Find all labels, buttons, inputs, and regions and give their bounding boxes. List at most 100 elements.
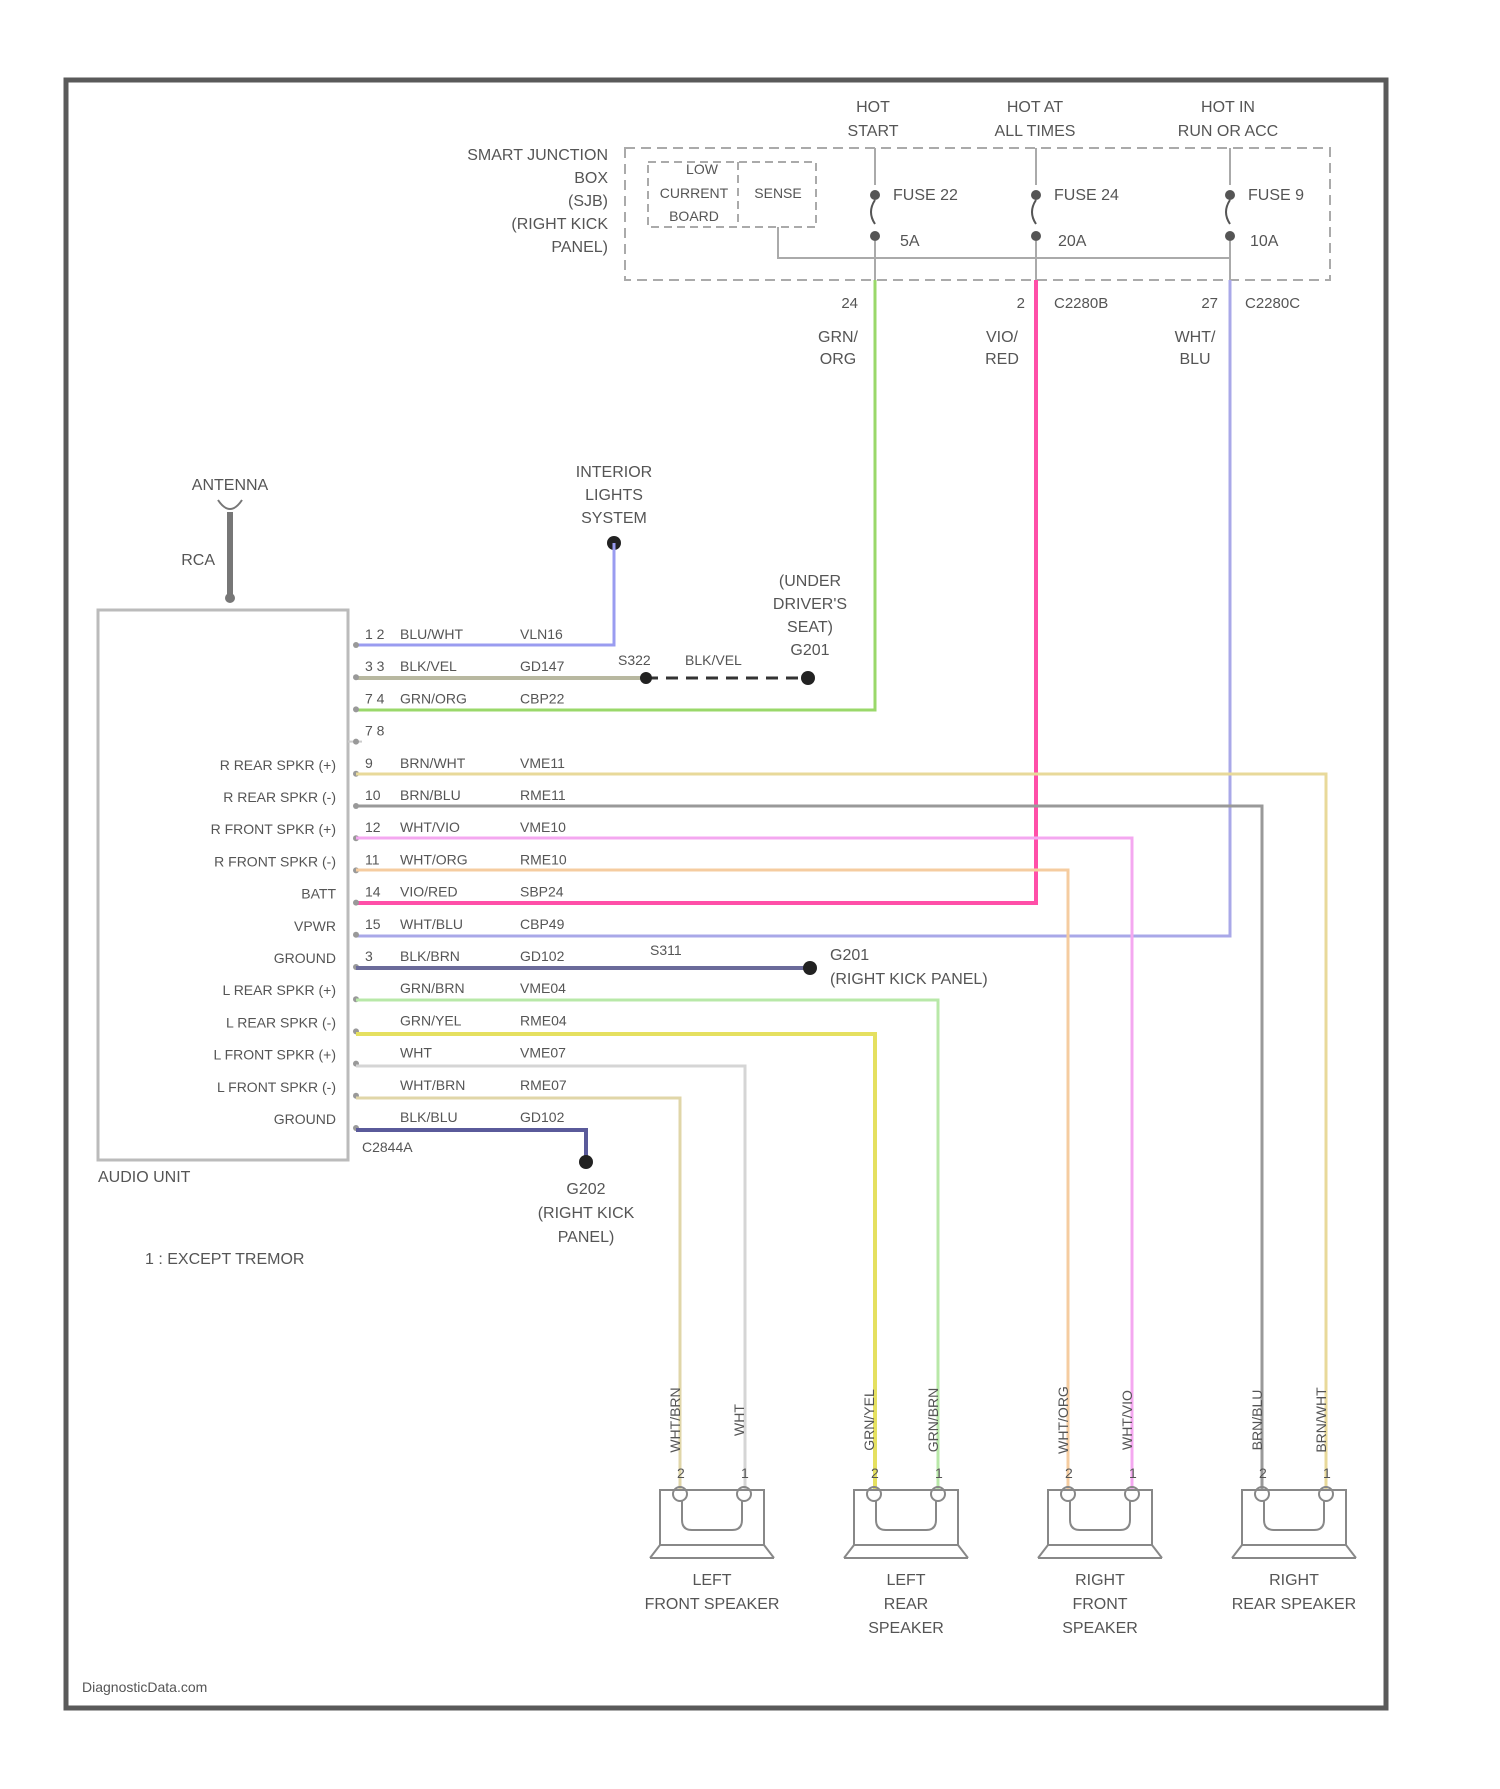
- hot-label-2-line1: HOT AT: [1007, 99, 1064, 116]
- sjb-name-5: PANEL): [551, 239, 608, 256]
- pin-number: 9: [365, 755, 373, 771]
- pin-circuit: GD147: [520, 658, 565, 674]
- fuse-9-rating: 10A: [1250, 233, 1279, 250]
- ground-connector: C2844A: [362, 1139, 413, 1155]
- speaker-name-line: FRONT: [1072, 1596, 1127, 1613]
- wire-color-grn-org-1: GRN/: [818, 329, 859, 346]
- speaker-cone: [682, 1500, 742, 1530]
- pin-wire-color: BRN/BLU: [400, 787, 461, 803]
- pin-function-label: GROUND: [274, 1111, 336, 1127]
- pin-wire-color: WHT/ORG: [400, 851, 468, 867]
- ground-g202: C2844A G202 (RIGHT KICK PANEL): [356, 1130, 635, 1246]
- ground-g202-line3: PANEL): [558, 1229, 615, 1246]
- pin-wire-color: WHT/BLU: [400, 916, 463, 932]
- sjb-connector-2: C2280C: [1245, 295, 1300, 312]
- audio-unit-pin-row: L FRONT SPKR (+) WHT VME07: [213, 1045, 566, 1067]
- audio-unit-name: AUDIO UNIT: [98, 1169, 191, 1186]
- pin-wire-color: WHT/BRN: [400, 1077, 465, 1093]
- audio-unit-pin-row: 7 8: [348, 723, 385, 745]
- pin-circuit: VLN16: [520, 626, 563, 642]
- pin-wire-color: BRN/WHT: [400, 755, 466, 771]
- pin-terminal: [353, 706, 359, 712]
- speaker-pin-number: 1: [1323, 1465, 1331, 1481]
- pin-wire-color: BLK/VEL: [400, 658, 457, 674]
- sjb-name-4: (RIGHT KICK: [511, 216, 608, 233]
- sjb-connector-1: C2280B: [1054, 295, 1108, 312]
- wire-color-wht-blu-2: BLU: [1179, 351, 1210, 368]
- pin-function-label: L FRONT SPKR (+): [213, 1047, 336, 1063]
- pin-function-label: L FRONT SPKR (-): [217, 1079, 336, 1095]
- pin-number: 11: [365, 851, 380, 867]
- pin-number: 1 2: [365, 626, 385, 642]
- pin-wire-color: WHT: [400, 1045, 432, 1061]
- pin-wire-color: BLK/BRN: [400, 948, 460, 964]
- sjb-name-2: BOX: [574, 170, 608, 187]
- pin-circuit: SBP24: [520, 884, 564, 900]
- pin-number: 10: [365, 787, 381, 803]
- speaker-pin-number: 1: [935, 1465, 943, 1481]
- watermark: DiagnosticData.com: [82, 1679, 207, 1695]
- footnote: 1 : EXCEPT TREMOR: [145, 1251, 304, 1268]
- pin-wire-color: GRN/ORG: [400, 690, 467, 706]
- pin-function-label: R FRONT SPKR (-): [214, 853, 336, 869]
- pin-function-label: R REAR SPKR (-): [223, 789, 336, 805]
- speaker-name-line: FRONT SPEAKER: [645, 1596, 780, 1613]
- hot-label-3-line2: RUN OR ACC: [1178, 123, 1278, 140]
- pin-circuit: CBP22: [520, 690, 565, 706]
- pin-number: 3: [365, 948, 373, 964]
- hot-label-2-line2: ALL TIMES: [995, 123, 1076, 140]
- pin-number: 7 4: [365, 690, 385, 706]
- speaker-cone: [876, 1500, 936, 1530]
- speaker-name-line: SPEAKER: [1062, 1620, 1138, 1637]
- wire-color-vio-red-1: VIO/: [986, 329, 1019, 346]
- fuse-24-rating: 20A: [1058, 233, 1087, 250]
- pin-wire-color: BLU/WHT: [400, 626, 463, 642]
- ground-splice-s311: S311: [650, 942, 682, 958]
- wire-brn-blu: [356, 806, 1262, 1490]
- speaker-name-line: RIGHT: [1075, 1572, 1125, 1589]
- antenna: ANTENNA RCA: [181, 477, 268, 603]
- speaker-wire-color: WHT/ORG: [1055, 1386, 1071, 1454]
- pin-circuit: RME04: [520, 1012, 567, 1028]
- sjb-name-3: (SJB): [568, 193, 608, 210]
- ground-g202-line1: G202: [566, 1181, 605, 1198]
- fuse-22-name: FUSE 22: [893, 187, 958, 204]
- pin-function-label: R REAR SPKR (+): [220, 757, 336, 773]
- speaker-pin-number: 1: [1129, 1465, 1137, 1481]
- interior-lights-system: INTERIOR LIGHTS SYSTEM: [356, 464, 652, 645]
- speaker-wire-color: GRN/YEL: [861, 1389, 877, 1451]
- hot-label-1-line1: HOT: [856, 99, 890, 116]
- under-seat-line4: G201: [790, 642, 829, 659]
- speaker-name-line: REAR: [884, 1596, 928, 1613]
- fuse-9-name: FUSE 9: [1248, 187, 1304, 204]
- pin-function-label: L REAR SPKR (+): [223, 982, 336, 998]
- fuse-24-name: FUSE 24: [1054, 187, 1119, 204]
- speaker-name-line: SPEAKER: [868, 1620, 944, 1637]
- s322-splice: S322: [618, 652, 651, 668]
- pin-terminal: [353, 674, 359, 680]
- smart-junction-box: SMART JUNCTION BOX (SJB) (RIGHT KICK PAN…: [467, 99, 1330, 368]
- under-seat-line1: (UNDER: [779, 573, 841, 590]
- speaker-pin-number: 2: [1065, 1465, 1073, 1481]
- sjb-pin-24: 24: [841, 295, 858, 312]
- module-line-1: LOW: [686, 161, 719, 177]
- ground-g201-location: (RIGHT KICK PANEL): [830, 971, 988, 988]
- speaker-cone: [1070, 1500, 1130, 1530]
- pin-circuit: GD102: [520, 948, 565, 964]
- pin-number: 12: [365, 819, 381, 835]
- speakers: WHT/BRN2WHT1LEFTFRONT SPEAKERGRN/YEL2GRN…: [645, 1386, 1357, 1637]
- pin-circuit: CBP49: [520, 916, 565, 932]
- interior-lights-line1: INTERIOR: [576, 464, 652, 481]
- pin-circuit: VME07: [520, 1045, 566, 1061]
- speaker-wire-color: WHT: [731, 1404, 747, 1436]
- wire-grn-yel: [356, 1034, 875, 1490]
- module-line-2: CURRENT: [660, 185, 729, 201]
- pin-wire-color: GRN/BRN: [400, 980, 465, 996]
- pin-number: 15: [365, 916, 381, 932]
- speaker-name-line: LEFT: [692, 1572, 731, 1589]
